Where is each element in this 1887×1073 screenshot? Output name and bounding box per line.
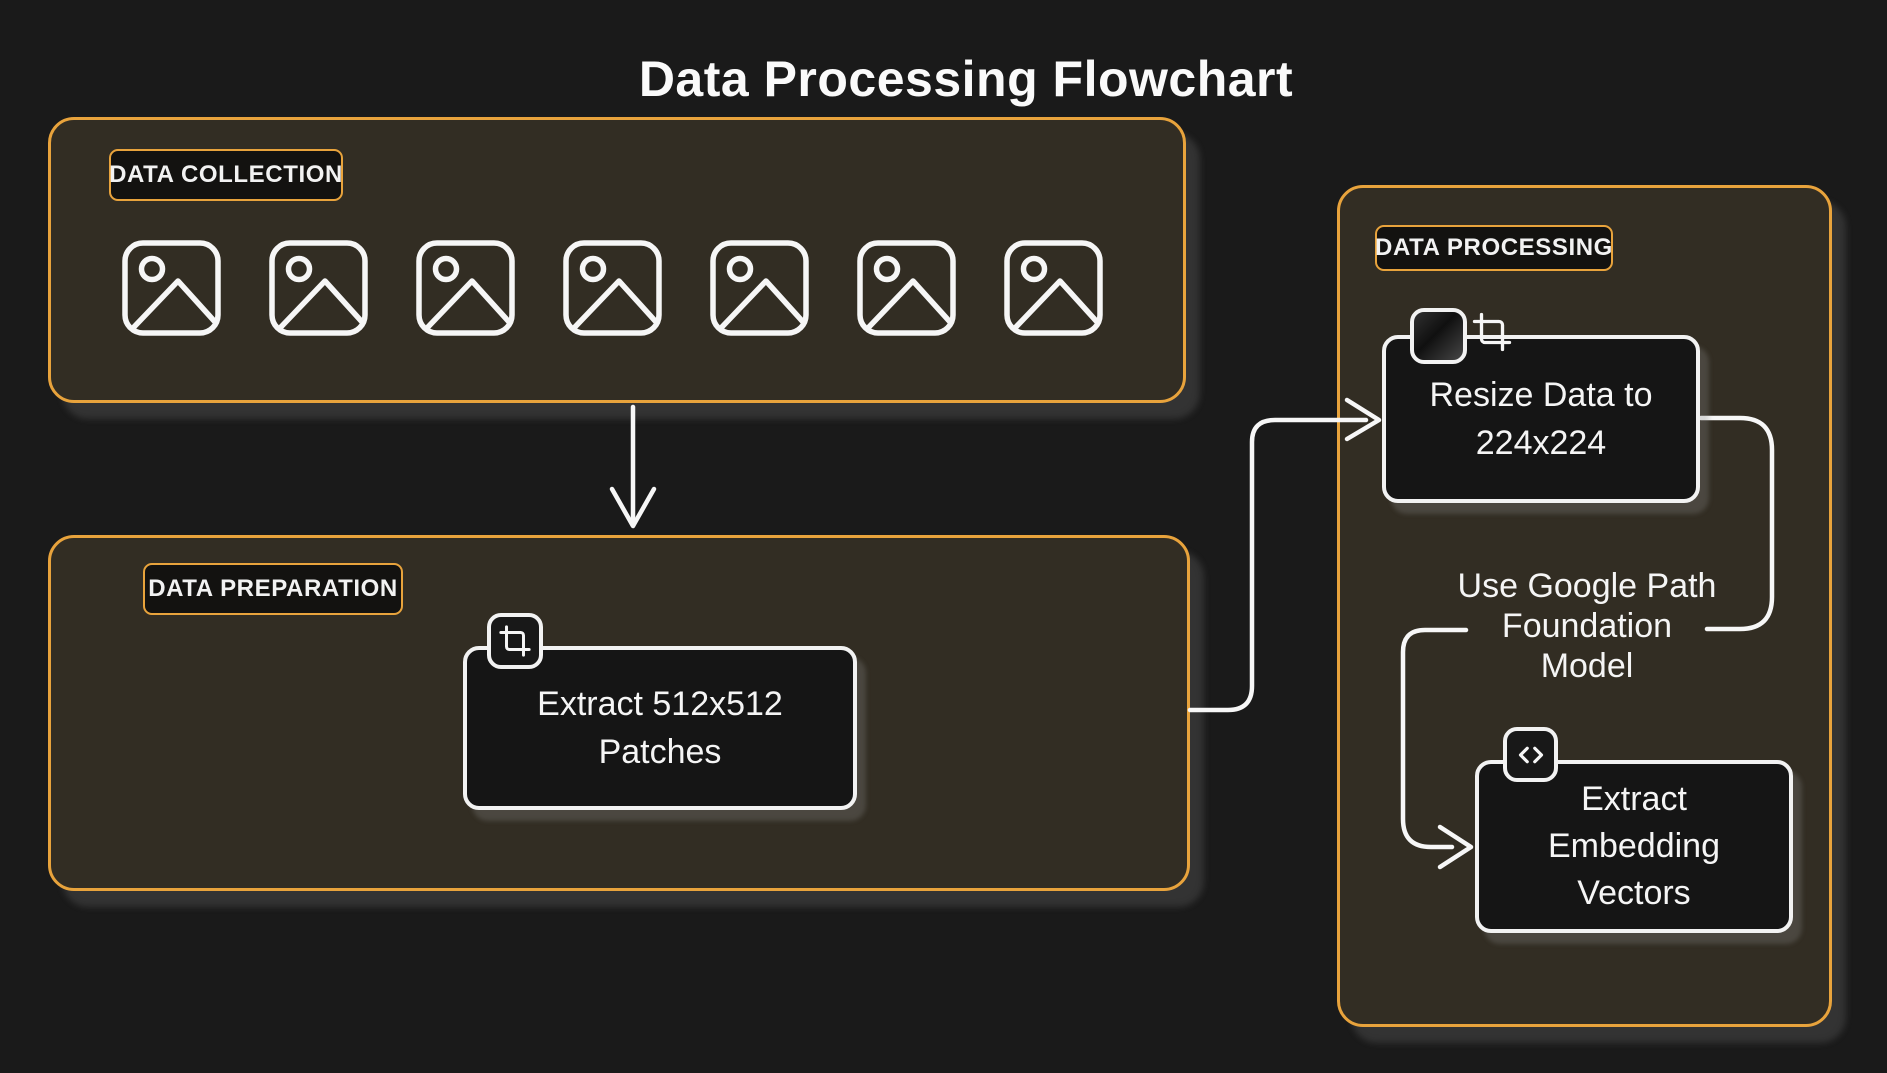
data-processing-label: DATA PROCESSING (1375, 225, 1613, 271)
image-icon (267, 238, 370, 338)
model-note-line1: Use Google Path (1457, 567, 1717, 605)
model-note-line3: Model (1540, 647, 1634, 685)
arrow-collection-to-preparation (609, 404, 657, 529)
data-collection-label: DATA COLLECTION (109, 149, 343, 201)
resize-data-text-line2: 224x224 (1475, 424, 1607, 462)
model-note-line2: Foundation (1501, 607, 1673, 645)
extract-embedding-text-line2: Embedding (1547, 827, 1720, 865)
extract-patches-node: Extract 512x512 Patches (463, 646, 857, 810)
page-title: Data Processing Flowchart (638, 51, 1294, 107)
data-preparation-label: DATA PREPARATION (143, 563, 403, 615)
image-icon (855, 238, 958, 338)
image-icon (708, 238, 811, 338)
image-icon-row (120, 238, 1105, 338)
resize-data-text-line1: Resize Data to (1429, 376, 1653, 414)
crop-icon (487, 613, 543, 669)
code-icon (1503, 727, 1558, 782)
image-icon (414, 238, 517, 338)
image-icon (561, 238, 664, 338)
extract-embedding-text-line3: Vectors (1577, 874, 1691, 912)
extract-embedding-text-line1: Extract (1581, 780, 1687, 818)
extract-embedding-node: Extract Embedding Vectors (1475, 760, 1793, 933)
model-note: Use Google Path Foundation Model (1437, 566, 1737, 686)
resize-square-icon (1410, 308, 1467, 364)
image-icon (120, 238, 223, 338)
image-icon (1002, 238, 1105, 338)
extract-patches-text-line2: Patches (598, 733, 722, 771)
extract-patches-text-line1: Extract 512x512 (537, 685, 783, 723)
resize-crop-icon (1470, 311, 1514, 358)
data-collection-panel: DATA COLLECTION (48, 117, 1186, 403)
